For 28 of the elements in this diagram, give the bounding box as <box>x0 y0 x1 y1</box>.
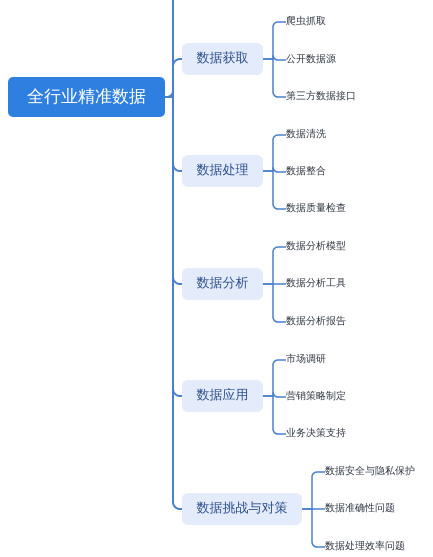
subtopic-label: 数据整合 <box>286 164 326 180</box>
subtopic-label: 数据分析工具 <box>286 276 346 292</box>
subtopic-label: 营销策略制定 <box>286 389 346 405</box>
topic-label: 数据应用 <box>196 388 248 404</box>
root-topic-box <box>8 77 165 117</box>
subtopic-label: 数据准确性问题 <box>325 501 395 517</box>
subtopic-label: 数据安全与隐私保护 <box>325 464 415 480</box>
subtopic-label: 数据分析模型 <box>286 239 346 255</box>
subtopic-label: 数据质量检查 <box>286 201 346 217</box>
subtopic-label: 数据处理效率问题 <box>325 539 405 555</box>
topic-box <box>182 268 263 300</box>
subtopic-label: 数据清洗 <box>286 127 326 143</box>
topic-label: 数据处理 <box>196 163 248 179</box>
subtopic-label: 爬虫抓取 <box>286 14 326 30</box>
topic-box <box>182 155 263 187</box>
branch-connector <box>165 96 182 510</box>
topic-box <box>182 43 263 75</box>
subtopic-label: 数据分析报告 <box>286 314 346 330</box>
topic-box <box>182 493 302 525</box>
subtopic-label: 市场调研 <box>286 352 326 368</box>
topic-label: 数据挑战与对策 <box>196 501 288 517</box>
subtopic-label: 第三方数据接口 <box>286 89 356 105</box>
subtopic-label: 公开数据源 <box>286 52 336 68</box>
topic-box <box>182 380 263 412</box>
subtopic-label: 业务决策支持 <box>286 426 346 442</box>
topic-label: 数据分析 <box>196 276 248 292</box>
topic-label: 数据获取 <box>196 51 248 67</box>
root-topic-label: 全行业精准数据 <box>27 87 146 107</box>
